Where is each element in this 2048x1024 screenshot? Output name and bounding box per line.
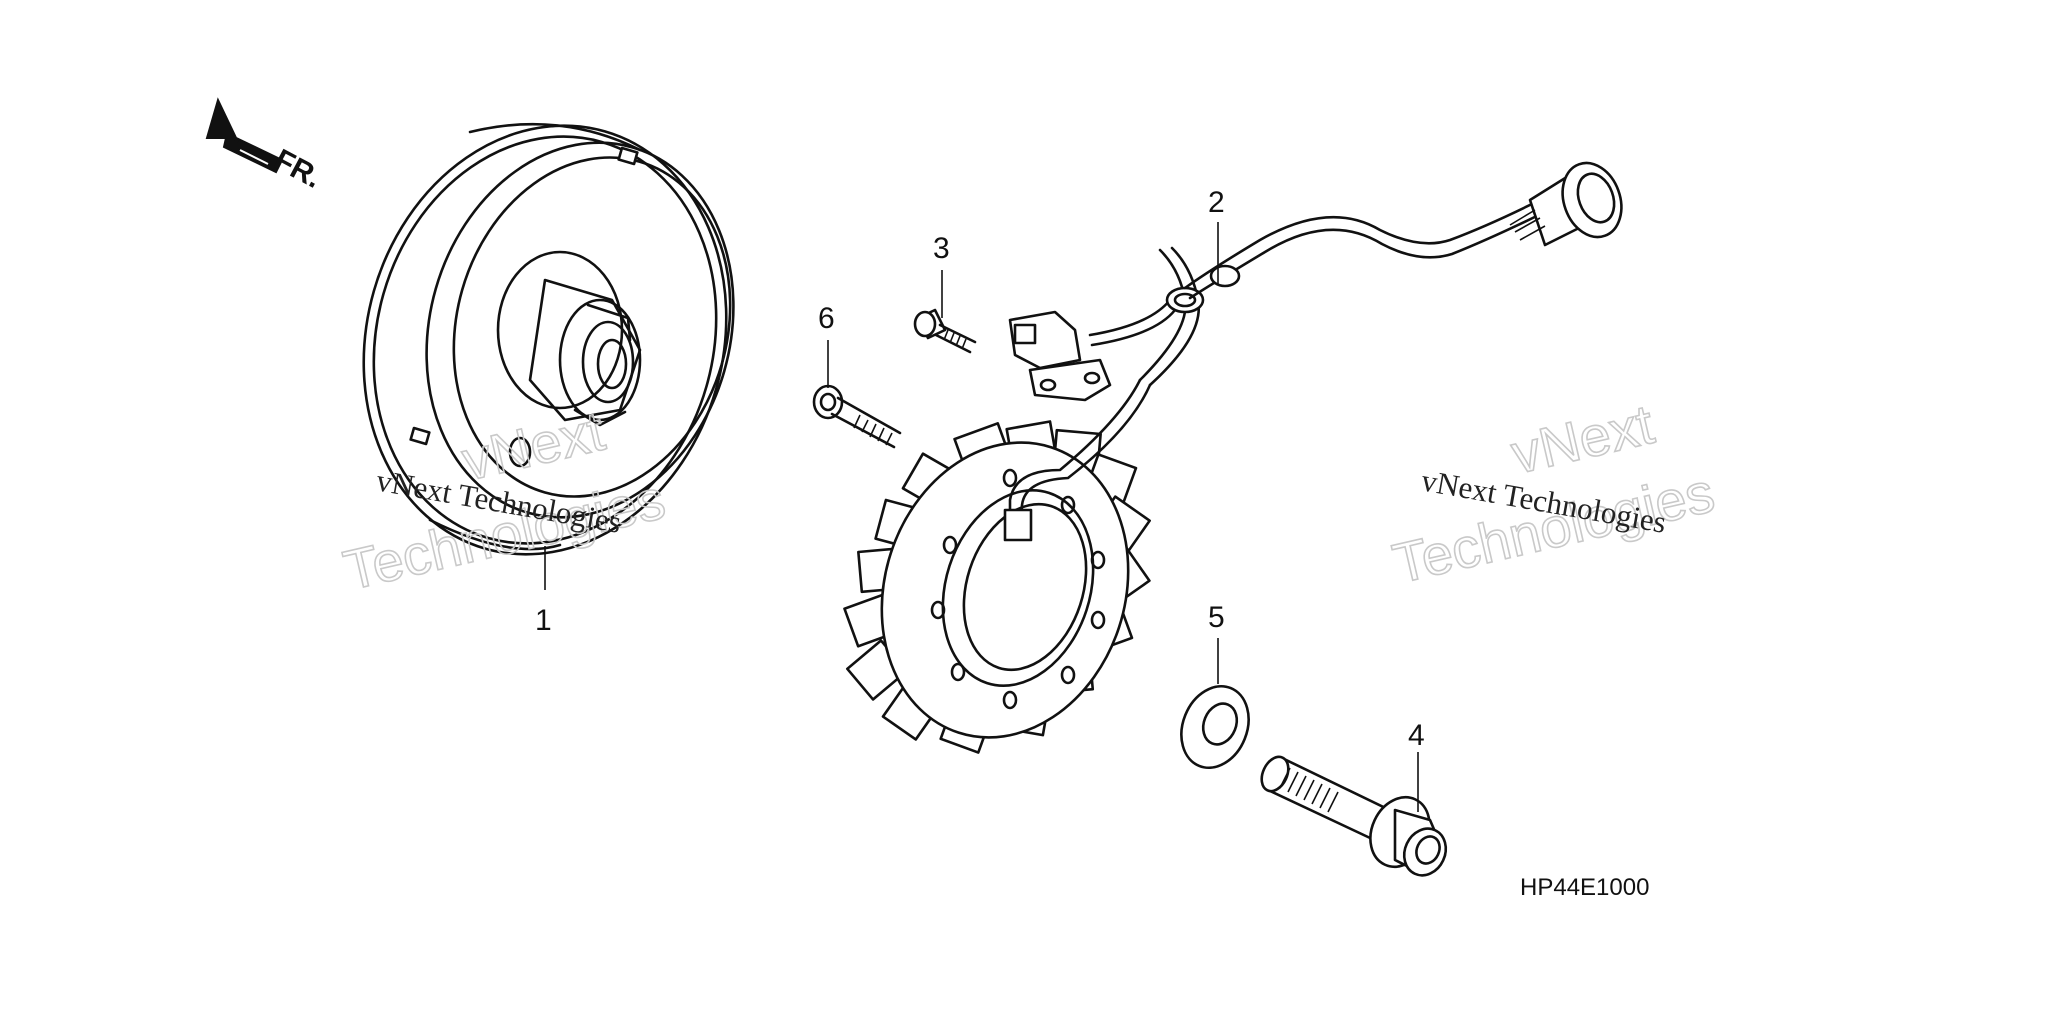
callout-5: 5 — [1208, 601, 1225, 634]
part-6-bolt — [812, 384, 902, 449]
callout-3: 3 — [933, 232, 950, 265]
part-3-bolt — [913, 308, 977, 354]
callout-2: 2 — [1208, 186, 1225, 219]
leader-lines — [544, 222, 1419, 812]
part-1-flywheel — [362, 122, 735, 556]
direction-label: FR. — [269, 143, 327, 195]
front-direction-arrow-icon — [205, 97, 284, 174]
watermark-left-line1: vNext — [456, 399, 610, 493]
watermark-right-line1: vNext — [1506, 392, 1660, 486]
callout-1: 1 — [535, 604, 552, 637]
diagram-code: HP44E1000 — [1520, 874, 1649, 901]
part-4-flange-bolt — [1260, 755, 1448, 877]
callout-4: 4 — [1408, 719, 1425, 752]
part-5-washer — [1180, 684, 1250, 770]
callout-6: 6 — [818, 302, 835, 335]
part-2-stator — [843, 161, 1623, 754]
